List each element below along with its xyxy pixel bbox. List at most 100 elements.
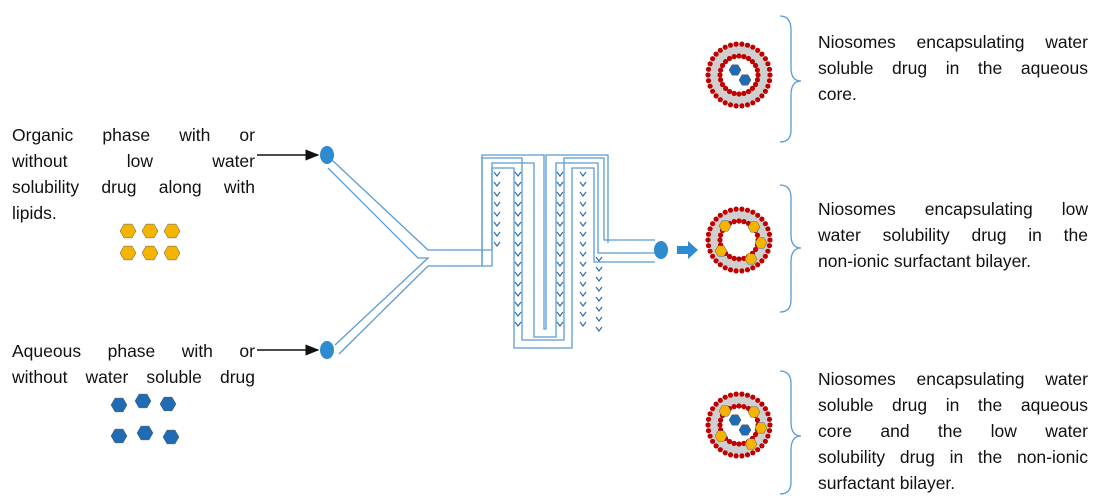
hexagon-drug-icon: [714, 430, 728, 442]
lipid-head: [741, 54, 747, 60]
hexagon-drug-icon: [747, 406, 761, 418]
lipid-head: [739, 103, 745, 109]
lipid-head: [705, 72, 711, 78]
lipid-head: [710, 221, 716, 227]
lipid-head: [745, 55, 752, 62]
lipid-head: [713, 258, 719, 264]
hexagon-drug-icon: [110, 397, 128, 413]
lipid-head: [733, 391, 739, 397]
lipid-head: [752, 431, 759, 438]
lipid-head: [717, 47, 723, 53]
output-3-line-1: Niosomes encapsulating water: [818, 369, 1088, 389]
output-label-1: Niosomes encapsulating water soluble dru…: [818, 29, 1088, 107]
chevron-mark: [595, 256, 603, 262]
lipid-head: [718, 417, 724, 423]
output-2-line-1: Niosomes encapsulating low: [818, 199, 1088, 219]
lipid-head: [717, 447, 723, 453]
lipid-head: [745, 88, 752, 95]
chevron-mark: [579, 201, 587, 207]
chevron-mark: [514, 251, 522, 257]
lipid-head: [713, 216, 719, 222]
lipid-head: [707, 248, 713, 254]
chevron-mark: [579, 191, 587, 197]
lipid-head: [717, 212, 723, 218]
output-3-line-3: core and the low water: [818, 421, 1088, 441]
hexagon-drug-icon: [738, 424, 752, 436]
lipid-head: [731, 255, 737, 261]
chevron-mark: [579, 261, 587, 267]
chevron-mark: [579, 181, 587, 187]
lipid-head: [710, 88, 716, 94]
chevron-mark: [556, 321, 564, 327]
lipid-head: [705, 237, 711, 243]
brace-2: [779, 184, 802, 313]
chevron-mark: [579, 311, 587, 317]
lipid-head: [750, 209, 756, 215]
lipid-head: [741, 90, 747, 96]
lipid-head: [736, 218, 742, 224]
lipid-head: [727, 42, 734, 48]
lipid-head: [744, 392, 751, 398]
lipid-head: [766, 66, 773, 72]
lipid-head: [762, 221, 768, 227]
lipid-head: [741, 404, 747, 410]
chevron-mark: [556, 241, 564, 247]
lipid-head: [755, 212, 761, 218]
lipid-head: [762, 406, 768, 412]
lipid-head: [754, 417, 760, 423]
chevron-mark: [595, 266, 603, 272]
lipid-head: [731, 404, 737, 410]
lipid-head: [731, 219, 737, 225]
chevron-mark: [514, 221, 522, 227]
niosome-vesicle-icon: [705, 41, 773, 109]
lipid-head: [707, 61, 713, 67]
lipid-head: [762, 438, 768, 444]
chevron-mark: [556, 281, 564, 287]
aqueous-line-1: Aqueous phase with or: [12, 341, 255, 361]
hexagon-drug-icon: [714, 245, 728, 257]
chevron-mark: [493, 241, 501, 247]
chevron-mark: [514, 281, 522, 287]
chevron-mark: [579, 301, 587, 307]
chevron-mark: [579, 271, 587, 277]
organic-line-1: Organic phase with or: [12, 125, 255, 145]
chevron-mark: [579, 241, 587, 247]
lipid-head: [762, 253, 768, 259]
hexagon-drug-icon: [744, 253, 758, 265]
lipid-head: [755, 97, 761, 103]
lipid-head: [710, 406, 716, 412]
lipid-head: [755, 447, 761, 453]
lipid-head: [727, 392, 734, 398]
lipid-head: [707, 226, 713, 232]
lipid-head: [739, 453, 745, 459]
lipid-head: [722, 44, 728, 50]
lipid-head: [765, 61, 771, 67]
output-3-line-5: surfactant bilayer.: [818, 473, 956, 493]
organic-line-3: solubility drug along with: [12, 177, 255, 197]
lipid-head: [766, 78, 773, 84]
lipid-head: [759, 443, 765, 449]
brace-1: [779, 15, 802, 143]
lipid-head: [762, 56, 768, 62]
micromixer-chip-icon: [481, 154, 655, 338]
hexagon-drug-icon: [110, 428, 128, 444]
chevron-mark: [514, 321, 522, 327]
chevron-mark: [595, 326, 603, 332]
brace-3: [779, 370, 802, 495]
chevron-mark: [556, 251, 564, 257]
lipid-head: [718, 232, 724, 238]
chevron-mark: [556, 261, 564, 267]
lipid-head: [727, 207, 734, 213]
chevron-mark: [493, 191, 501, 197]
lipid-head: [717, 237, 723, 243]
hexagon-drug-icon: [728, 414, 742, 426]
output-1-line-2: soluble drug in the aqueous: [818, 58, 1088, 78]
lipid-head: [754, 77, 760, 83]
lipid-head: [733, 41, 739, 47]
organic-line-4: lipids.: [12, 203, 57, 223]
lipid-head: [750, 265, 756, 271]
lipid-head: [744, 452, 751, 458]
chevron-mark: [556, 291, 564, 297]
hydrophilic-drug-group: [110, 393, 180, 445]
chevron-mark: [579, 211, 587, 217]
